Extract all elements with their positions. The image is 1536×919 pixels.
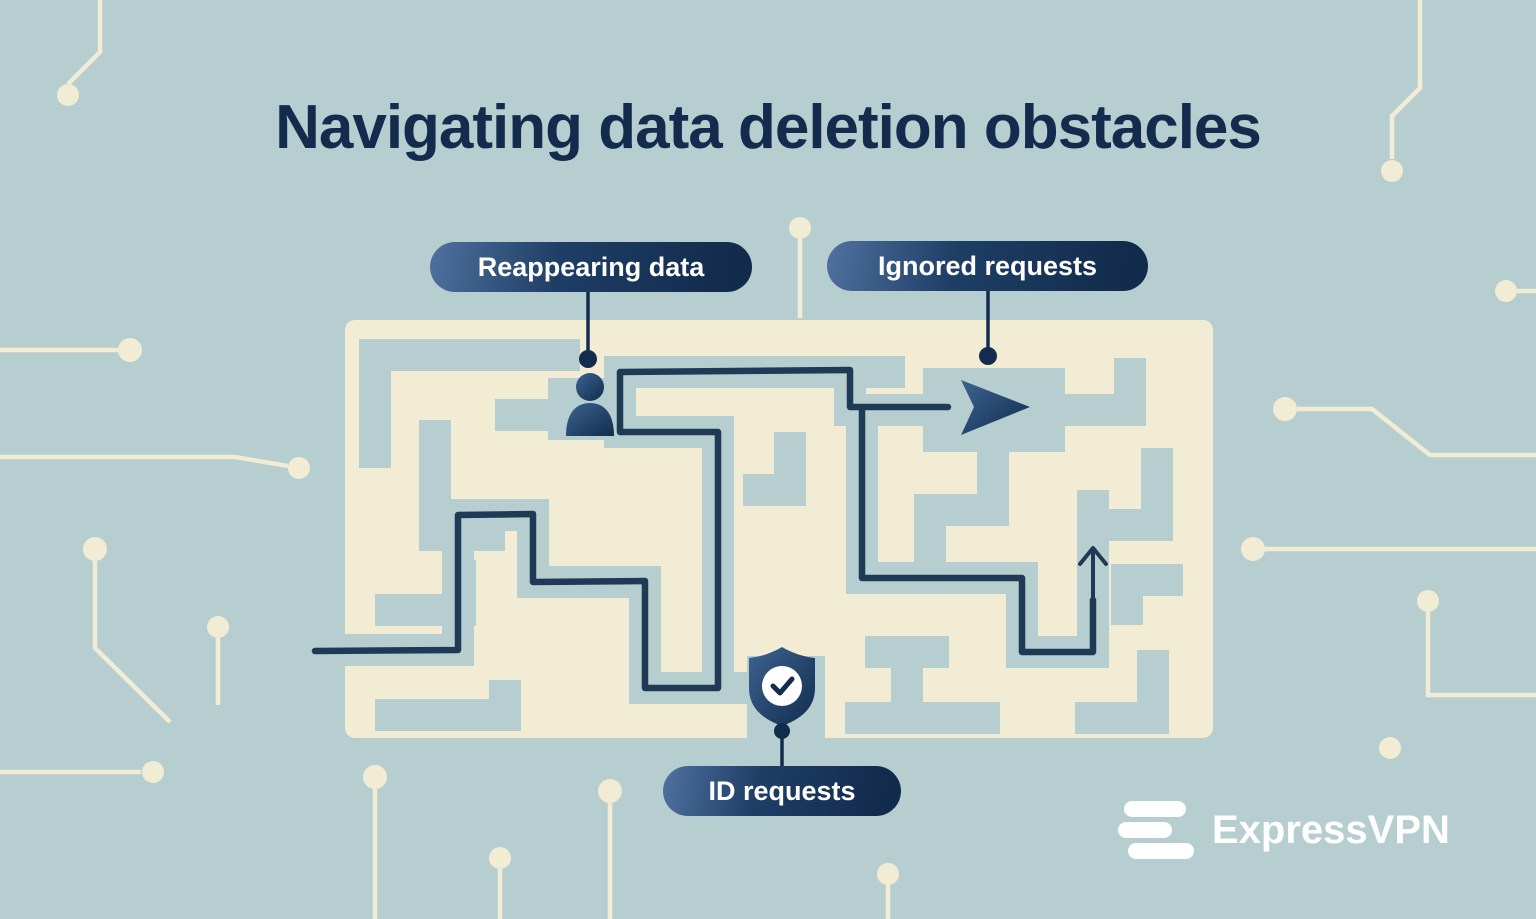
- brand-name: ExpressVPN: [1212, 807, 1450, 852]
- callout-id-requests: ID requests: [663, 766, 901, 816]
- exit-arrow-icon: [1078, 546, 1108, 602]
- shield-check-icon: [749, 647, 815, 726]
- callout-ignored-requests: Ignored requests: [827, 241, 1148, 291]
- callout-ignored-requests-label: Ignored requests: [877, 250, 1098, 281]
- person-icon: [566, 373, 614, 436]
- callout-reappearing-data-label: Reappearing data: [477, 251, 705, 282]
- brand-logo: ExpressVPN: [1118, 801, 1450, 859]
- callout-id-requests-label: ID requests: [708, 775, 856, 806]
- callout-reappearing-data: Reappearing data: [430, 242, 752, 292]
- expressvpn-logo-icon: [1118, 801, 1194, 859]
- page-title: Navigating data deletion obstacles: [275, 93, 1262, 162]
- maze-path: [311, 366, 1108, 692]
- callout-connectors: [579, 291, 997, 766]
- paper-plane-icon: [961, 380, 1030, 435]
